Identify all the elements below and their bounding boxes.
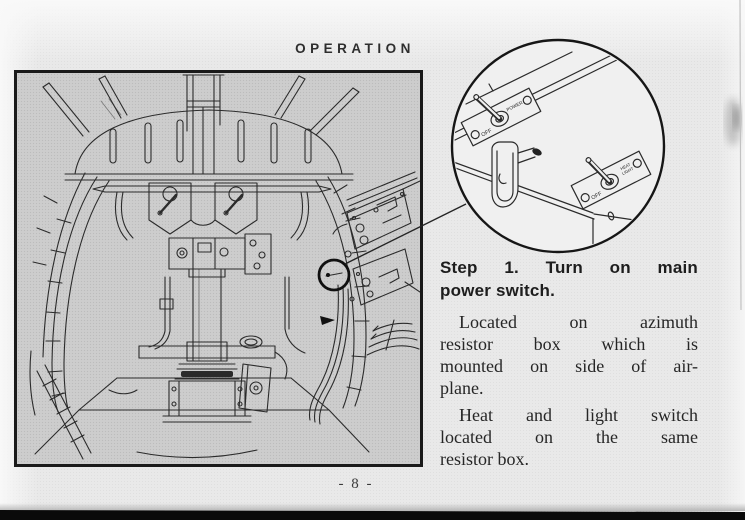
scratch-marks	[100, 98, 122, 120]
paragraph-line: located on the same	[440, 427, 698, 447]
mounting-base	[162, 363, 272, 423]
conduit-curves	[308, 284, 349, 425]
step-instructions: Step 1. Turn on main power switch. Locat…	[440, 256, 698, 470]
paragraph-line: resistor box.	[440, 449, 529, 469]
page-header: OPERATION	[295, 41, 415, 56]
right-fuselage-ribs	[315, 176, 370, 409]
scan-shadow	[0, 503, 745, 511]
paragraph-line: plane.	[440, 378, 484, 398]
step-heading-line: power switch.	[440, 281, 556, 300]
left-fuselage-ribs	[29, 172, 110, 460]
paragraph-line: mounted on side of air-	[440, 356, 698, 376]
paragraph-line: resistor box which is	[440, 334, 698, 354]
turret-interior-illustration	[29, 74, 420, 460]
scan-artifact-bar	[0, 510, 745, 520]
floor-platform	[34, 377, 370, 459]
turret-dome	[64, 109, 354, 181]
figure-frame	[14, 70, 423, 467]
cross-handle-bar	[138, 335, 288, 380]
pointer-arrow-marker	[320, 316, 335, 325]
elevation-mechanism	[92, 182, 332, 275]
cable-fan-curves	[366, 319, 420, 356]
paragraph-line: Located on azimuth	[459, 312, 698, 332]
switch-location-highlight-circle	[317, 258, 351, 292]
center-mast	[182, 74, 225, 175]
step-heading-line: Step 1. Turn on main	[440, 258, 698, 277]
paragraph-line: Heat and light switch	[459, 405, 698, 425]
support-struts	[42, 75, 360, 137]
page-number: - 8 -	[338, 476, 374, 492]
